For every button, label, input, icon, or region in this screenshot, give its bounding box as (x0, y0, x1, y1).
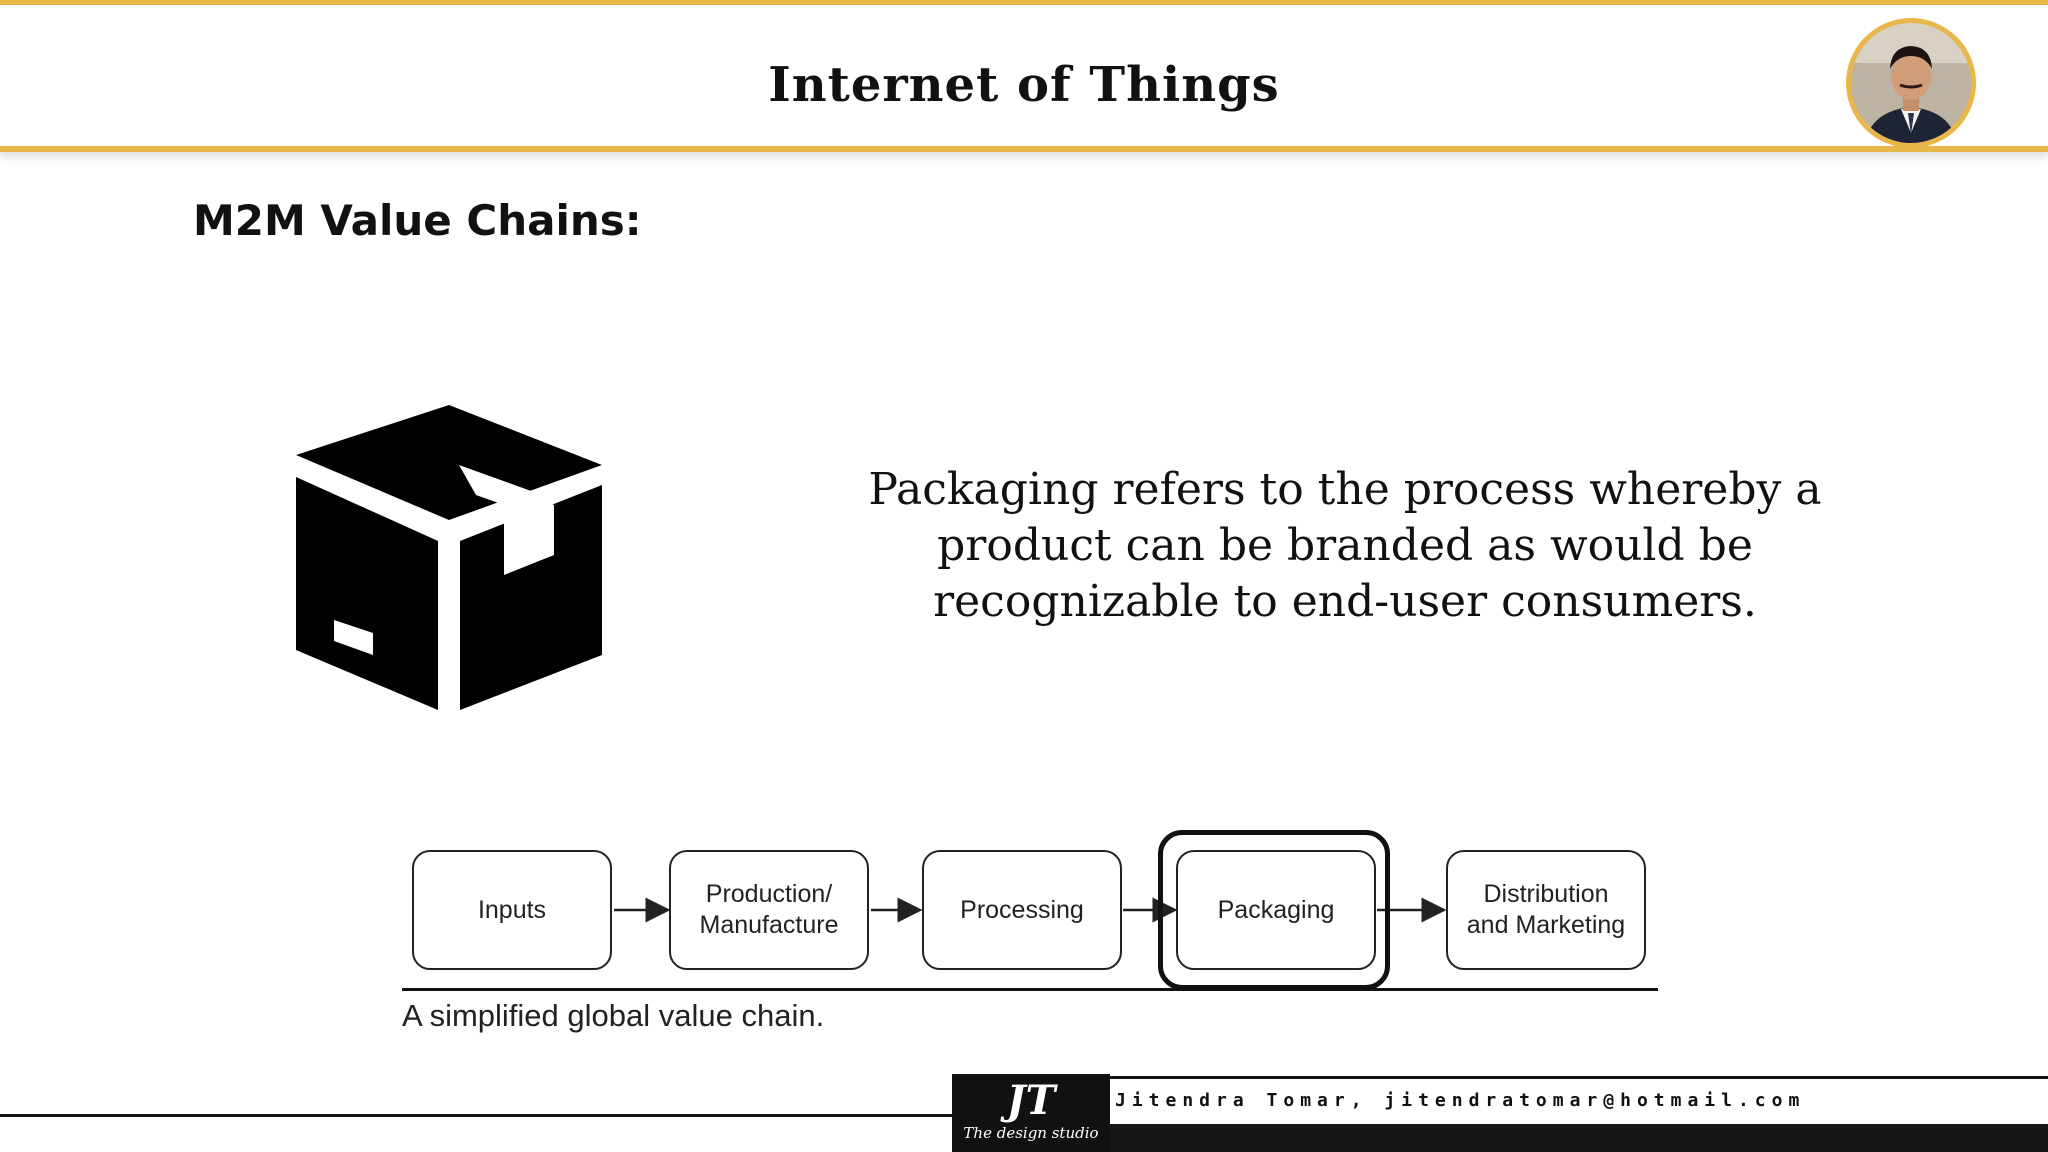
footer-rule (0, 1114, 952, 1117)
footer-top-rule (952, 1076, 2048, 1079)
footer-dark-strip (952, 1124, 2048, 1152)
studio-logo: JT The design studio (952, 1074, 1110, 1152)
section-subheading: M2M Value Chains: (193, 196, 642, 245)
stage-distribution: Distribution and Marketing (1446, 850, 1646, 970)
stage-processing: Processing (922, 850, 1122, 970)
logo-tagline: The design studio (963, 1124, 1099, 1142)
header-bar: Internet of Things (0, 0, 2048, 152)
stage-production: Production/ Manufacture (669, 850, 869, 970)
stage-highlight-frame (1158, 830, 1390, 990)
stage-packaging: Packaging (1176, 850, 1376, 970)
packaging-description: Packaging refers to the process whereby … (868, 464, 1822, 627)
logo-mark: JT (1006, 1077, 1056, 1124)
package-box-icon (296, 405, 602, 710)
presenter-avatar (1846, 18, 1976, 148)
chain-caption: A simplified global value chain. (402, 998, 825, 1033)
footer-credit: Jitendra Tomar, jitendratomar@hotmail.co… (1115, 1090, 1806, 1111)
stage-inputs: Inputs (412, 850, 612, 970)
slide-title: Internet of Things (768, 57, 1280, 113)
chain-baseline (402, 988, 1658, 991)
presenter-photo-icon (1851, 23, 1971, 143)
